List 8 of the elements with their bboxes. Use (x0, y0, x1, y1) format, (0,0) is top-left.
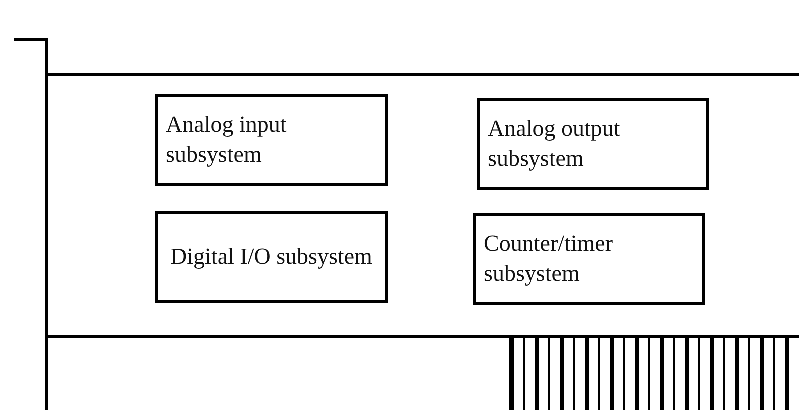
subsystem-label: Analog output subsystem (488, 115, 622, 173)
subsystem-label: Analog input subsystem (166, 111, 288, 169)
subsystem-label: Counter/timer subsystem (484, 230, 614, 288)
subsystem-box (477, 98, 709, 190)
subsystem-box (473, 213, 705, 305)
subsystem-box (155, 211, 388, 303)
subsystem-label: Digital I/O subsystem (170, 243, 372, 272)
subsystem-box (155, 94, 388, 186)
